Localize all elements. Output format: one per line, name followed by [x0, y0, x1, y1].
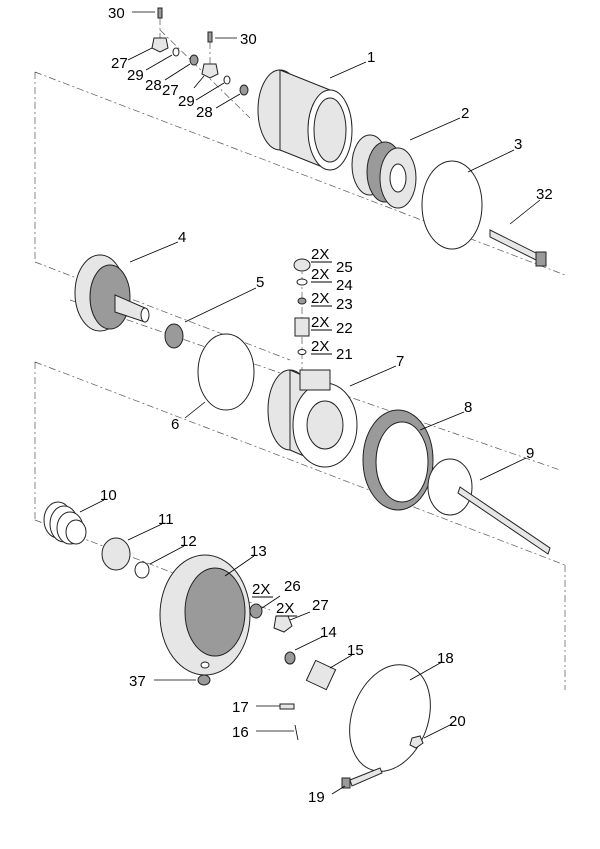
callout-26: 26: [284, 578, 301, 595]
quantity-label: 2X: [311, 314, 329, 331]
callout-27: 27: [111, 55, 128, 72]
callout-1: 1: [367, 49, 375, 66]
callout-30: 30: [108, 5, 125, 22]
callout-9: 9: [526, 445, 534, 462]
part-11-plate: [101, 537, 131, 571]
part-4-hub: [74, 254, 150, 332]
part-13-cover: [159, 554, 251, 676]
callout-17: 17: [232, 699, 249, 716]
part-14-nut: [284, 651, 296, 665]
quantity-label: 2X: [311, 338, 329, 355]
part-19-bolt: [341, 767, 383, 789]
part-2-piston: [351, 134, 417, 209]
callout-11: 11: [158, 511, 174, 528]
callout-13: 13: [250, 543, 267, 560]
callout-10: 10: [100, 487, 117, 504]
callout-7: 7: [396, 353, 404, 370]
callout-6: 6: [171, 416, 179, 433]
part-12-washer: [134, 561, 150, 579]
callout-22: 22: [336, 320, 353, 337]
callout-19: 19: [308, 789, 325, 806]
callout-21: 21: [336, 346, 353, 363]
part-5-seal: [164, 323, 184, 349]
callout-4: 4: [178, 229, 186, 246]
part-7-body: [267, 369, 358, 468]
quantity-underlines: [252, 261, 332, 617]
callout-20: 20: [449, 713, 466, 730]
quantity-label: 2X: [311, 246, 329, 263]
callout-23: 23: [336, 296, 353, 313]
quantity-label: 2X: [311, 266, 329, 283]
callout-25: 25: [336, 259, 353, 276]
callout-29: 29: [178, 93, 195, 110]
callout-37: 37: [129, 673, 146, 690]
callout-27: 27: [162, 82, 179, 99]
callout-28: 28: [196, 104, 213, 121]
callout-18: 18: [437, 650, 454, 667]
callout-32: 32: [536, 186, 553, 203]
part-27-nut: [273, 615, 293, 633]
part-37-plug: [197, 674, 211, 686]
quantity-label: 2X: [311, 290, 329, 307]
callout-28: 28: [145, 77, 162, 94]
callout-15: 15: [347, 642, 364, 659]
part-3-ring: [421, 160, 483, 250]
part-17-pin: [279, 703, 295, 710]
callout-14: 14: [320, 624, 337, 641]
part-15-clevis: [305, 659, 337, 691]
callout-8: 8: [464, 399, 472, 416]
callout-labels: 30 30 27 29 28 27 29 28 1 2 3 32 4 5 6 7…: [100, 5, 553, 806]
callout-30: 30: [240, 31, 257, 48]
quantity-label: 2X: [276, 600, 294, 617]
callout-2: 2: [461, 105, 469, 122]
part-20-nut: [409, 735, 424, 749]
callout-12: 12: [180, 533, 197, 550]
part-6-o-ring: [197, 333, 255, 411]
part-26-washer: [249, 603, 263, 619]
leader-lines: [79, 11, 541, 795]
callout-29: 29: [127, 67, 144, 84]
callout-3: 3: [514, 136, 522, 153]
callout-16: 16: [232, 724, 249, 741]
callout-5: 5: [256, 274, 264, 291]
quantity-label: 2X: [252, 581, 270, 598]
part-16-cotter: [294, 724, 299, 741]
part-10-spring: [43, 501, 87, 545]
part-32-bolt: [489, 229, 547, 267]
part-1-housing: [257, 69, 353, 171]
part-8-diaphragm-ring: [362, 409, 434, 511]
fittings-top: [151, 7, 249, 96]
fittings-stack-21-25: [293, 258, 311, 370]
callout-27: 27: [312, 597, 329, 614]
callout-24: 24: [336, 277, 353, 294]
part-18-clamp: [349, 664, 431, 772]
part-9-push-rod: [427, 458, 551, 555]
